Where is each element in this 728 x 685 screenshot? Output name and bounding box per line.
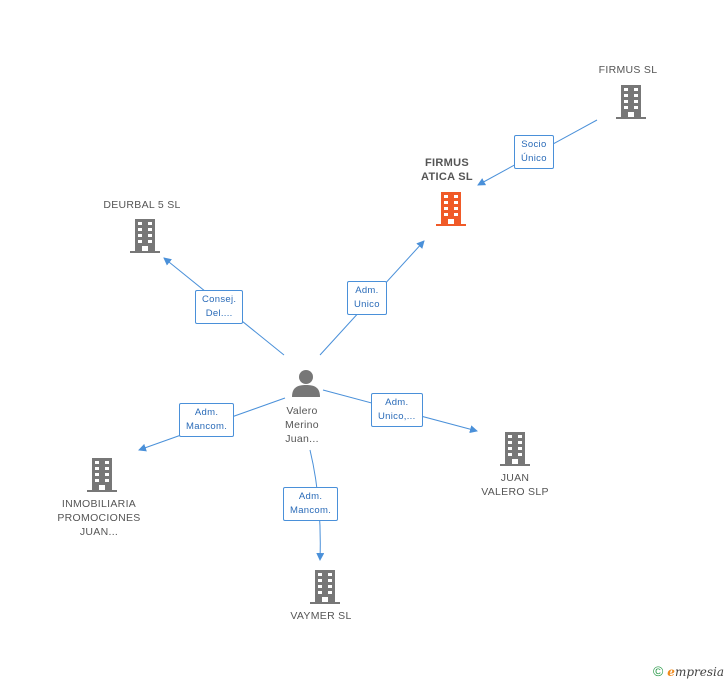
juan-valero-slp-building-icon[interactable]	[500, 432, 530, 466]
adm-mancom-inmob-line2: Mancom.	[186, 421, 228, 432]
deurbal-5-sl-building-icon[interactable]	[130, 219, 160, 253]
firmus-atica-label-line1: FIRMUS	[425, 157, 469, 169]
inmobiliaria-label-line1: INMOBILIARIA	[61, 498, 137, 510]
person-label-line1: Valero	[286, 405, 318, 417]
firmus-atica-sl-label: FIRMUS ATICA SL	[402, 156, 492, 184]
juan-valero-label-line1: JUAN	[500, 472, 530, 484]
copyright-symbol: ©	[652, 663, 664, 679]
deurbal-5-sl-label: DEURBAL 5 SL	[103, 199, 181, 211]
consej-del-line1: Consej.	[202, 294, 237, 305]
adm-mancom-vaymer-line2: Mancom.	[290, 505, 332, 516]
firmus-atica-label-line2: ATICA SL	[421, 171, 473, 183]
edge-label-adm-unico-juan-valero[interactable]: Adm. Unico,...	[371, 393, 423, 427]
edge-label-adm-mancom-vaymer[interactable]: Adm. Mancom.	[283, 487, 339, 521]
adm-unico-juan-line2: Unico,...	[378, 411, 416, 422]
edge-label-adm-mancom-inmobiliaria[interactable]: Adm. Mancom.	[179, 403, 235, 437]
edge-label-adm-unico-firmus-atica[interactable]: Adm. Unico	[347, 281, 387, 315]
socio-unico-line1: Socio	[521, 139, 547, 150]
consej-del-line2: Del....	[205, 308, 233, 319]
edge-label-socio-unico[interactable]: Socio Único	[514, 135, 554, 169]
inmobiliaria-label: INMOBILIARIA PROMOCIONES JUAN...	[49, 497, 149, 539]
firmus-sl-building-icon[interactable]	[616, 85, 646, 119]
socio-unico-line2: Único	[521, 153, 547, 164]
firmus-sl-label: FIRMUS SL	[598, 64, 658, 76]
adm-mancom-vaymer-line1: Adm.	[298, 491, 323, 502]
vaymer-sl-building-icon[interactable]	[310, 570, 340, 604]
adm-unico-line1: Adm.	[355, 285, 379, 296]
person-icon[interactable]	[291, 369, 321, 397]
brand-rest: mpresia	[674, 665, 724, 679]
vaymer-sl-label: VAYMER SL	[290, 610, 352, 622]
inmobiliaria-label-line2: PROMOCIONES	[57, 512, 141, 524]
inmobiliaria-label-line3: JUAN...	[79, 526, 119, 538]
adm-unico-juan-line1: Adm.	[385, 397, 409, 408]
person-label: Valero Merino Juan...	[262, 404, 342, 446]
juan-valero-label-line2: VALERO SLP	[481, 486, 549, 498]
adm-mancom-inmob-line1: Adm.	[194, 407, 219, 418]
person-label-line2: Merino	[285, 419, 319, 431]
empresia-brand[interactable]: ©empresia	[653, 663, 724, 679]
brand-e: e	[667, 665, 675, 679]
adm-unico-line2: Unico	[354, 299, 380, 310]
firmus-atica-sl-building-icon[interactable]	[436, 192, 466, 226]
juan-valero-slp-label: JUAN VALERO SLP	[467, 471, 563, 499]
inmobiliaria-building-icon[interactable]	[87, 458, 117, 492]
person-label-line3: Juan...	[285, 433, 319, 445]
edge-label-consej-del[interactable]: Consej. Del....	[195, 290, 244, 324]
